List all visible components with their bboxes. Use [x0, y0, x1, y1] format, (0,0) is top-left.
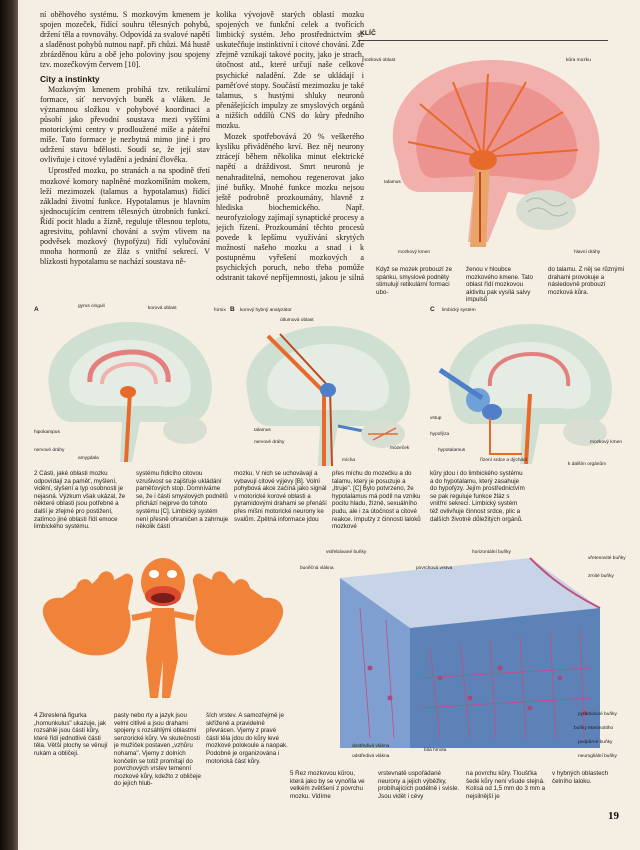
- paragraph: Mozek spotřebovává 20 % veškerého kyslík…: [216, 132, 364, 282]
- panel-caption-5: kůry jdou i do limbického systému a do h…: [430, 470, 525, 523]
- cortex-label-pyramidal-cells: pyramidové buňky: [578, 712, 617, 717]
- panel-b-label-nerve-tracts: nervové dráhy: [254, 440, 285, 445]
- panel-b-label-striatum: útlumová oblast: [280, 318, 314, 323]
- key-rule: [358, 40, 608, 41]
- panel-c-label-pain: řízení srdce a dýchání: [480, 458, 528, 463]
- cortex-label-martinotti: buňky Martinottiho: [574, 726, 614, 731]
- cortex-label-surface: povrchová vrstva: [416, 566, 453, 571]
- panel-a-label-cingulate: gyrus cinguli: [78, 304, 105, 309]
- homunculus-caption-2: pasty nebo rty a jazyk jsou velmi citliv…: [114, 712, 201, 788]
- key-caption-2: ženou v hloubce mozkového kmene. Tato ob…: [466, 266, 533, 302]
- panel-a-letter: A: [34, 306, 39, 313]
- cortex-section-illustration: [340, 557, 601, 748]
- key-caption-3: do talamu. Z něj se různými drahami prov…: [548, 266, 624, 296]
- panel-a-label-cortical: korová oblast: [148, 306, 177, 311]
- panel-c-letter: C: [430, 306, 435, 313]
- homunculus-caption-1: 4 Zkreslená figurka „homunkulus" ukazuje…: [34, 712, 108, 757]
- panel-a-label-hippocampus: hipokampus: [34, 430, 60, 435]
- cortex-caption-1: 5 Řez mozkovou kůrou, která jako by se v…: [290, 770, 365, 800]
- book-page: ní oběhového systému. S mozkovým kmenem …: [18, 0, 640, 850]
- panel-b-label-analyzer: korový hybný analyzátor: [240, 308, 292, 313]
- panel-caption-4: přes míchu do mozečku a do talamu, který…: [332, 470, 421, 531]
- panel-a-label-amygdala: amygdala: [78, 456, 99, 461]
- cortex-label-fusiform: vřetenovité buňky: [588, 556, 626, 561]
- key-label-brainstem: mozkový kmen: [398, 250, 430, 255]
- panel-a-label-fornix: fornix: [214, 308, 226, 313]
- panel-b-letter: B: [230, 306, 235, 313]
- panel-b-label-cerebellum: mozeček: [390, 446, 410, 451]
- cortex-label-afferent: vstřebávané buňky: [326, 550, 367, 555]
- panel-c-label-input: vstup: [430, 416, 442, 421]
- panel-c-label-hypophysis: hypofýza: [430, 432, 450, 437]
- text-column-2: kolika vývojově starých oblastí mozku sp…: [216, 10, 364, 282]
- cortex-caption-4: v hybných oblastech čelního laloku.: [552, 770, 609, 785]
- key-caption-1: Když se mozek probouzí ze spánku, smyslo…: [376, 266, 453, 296]
- panel-caption-3: mozku. V nich se uchovávají a vybavují c…: [234, 470, 327, 523]
- key-label-cortex-area: mozková oblast: [362, 58, 396, 63]
- key-title: KLÍČ: [360, 30, 376, 37]
- panel-a-brain-illustration: [48, 322, 212, 462]
- paragraph: kolika vývojově starých oblastí mozku sp…: [216, 10, 364, 131]
- homunculus-caption-3: ších vrstev. A samozřejmě je skříženě a …: [206, 712, 288, 765]
- panel-c-label-hypothalamus: hypotalamus: [438, 448, 466, 453]
- paragraph: Uprostřed mozku, po stranách a na spodin…: [40, 166, 210, 267]
- page-number: 19: [608, 810, 619, 822]
- section-heading: City a instinkty: [40, 73, 100, 84]
- cortex-label-efferent-2: odstředivá vlákna: [352, 754, 390, 759]
- panel-b-label-spinal: mícha: [342, 458, 356, 463]
- key-label-cortex: kůra mozku: [566, 58, 591, 63]
- cortex-label-white-matter: bílá hmota: [424, 748, 447, 753]
- key-label-thalamus: talamus: [384, 180, 401, 185]
- panel-b-label-thalamus: talamus: [254, 428, 271, 433]
- cortex-label-neuroglia: neurogliální buňky: [578, 754, 617, 759]
- paragraph: ní oběhového systému. S mozkovým kmenem …: [40, 10, 210, 70]
- paragraph: Mozkovým kmenem probíhá tzv. retikulární…: [40, 84, 210, 165]
- cortex-label-support: podpůrné buňky: [578, 740, 613, 745]
- homunculus-illustration: [42, 558, 284, 698]
- panel-b-brain-illustration: [246, 326, 410, 466]
- key-label-nerve-tracts: hlavní dráhy: [574, 250, 601, 255]
- cortex-label-horizontal: horizontální buňky: [472, 550, 511, 555]
- panel-caption-2: systému řídicího citovou vzrušivost se z…: [136, 470, 229, 531]
- book-spine-shadow: [0, 0, 18, 850]
- cortex-caption-3: na povrchu kůry. Tloušťka šedé kůry není…: [466, 770, 546, 800]
- panel-c-label-limbic: limbický systém: [442, 308, 476, 313]
- cortex-label-granular: zrnité buňky: [588, 574, 614, 579]
- panel-c-brain-illustration: [438, 324, 612, 464]
- panel-a-label-nerve-tracts: nervové dráhy: [34, 448, 65, 453]
- panel-caption-1: 2 Části, jaké oblasti mozku odpovídají z…: [34, 470, 126, 531]
- cortex-caption-2: vrstevnatě uspořádané neurony a jejich v…: [378, 770, 460, 800]
- cortex-label-pyramidal-fibers: buněčná vlákna: [300, 566, 334, 571]
- panel-c-label-brainstem: mozkový kmen: [590, 440, 622, 445]
- key-brain-illustration: [392, 59, 600, 247]
- panel-c-label-other: k dalším orgánům: [568, 462, 607, 467]
- text-column-1: ní oběhového systému. S mozkovým kmenem …: [40, 10, 210, 282]
- cortex-label-efferent: dostředivá vlákna: [352, 744, 390, 749]
